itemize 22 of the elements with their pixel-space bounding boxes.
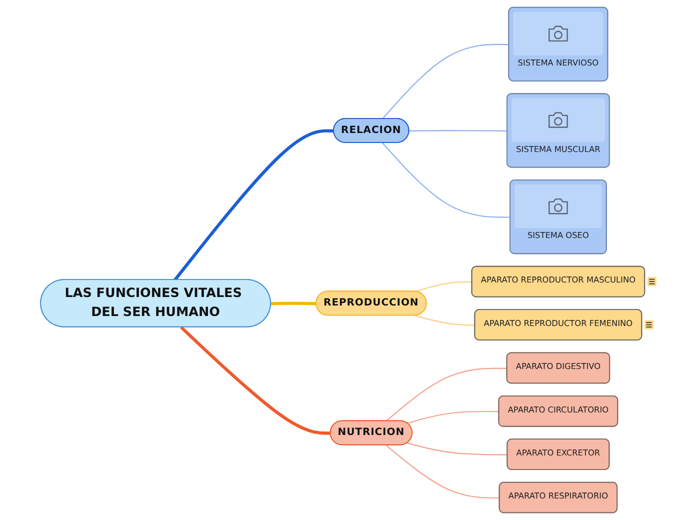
subtopic-box: APARATO CIRCULATORIO xyxy=(498,395,618,427)
central-topic: LAS FUNCIONES VITALES DEL SER HUMANO xyxy=(40,279,271,328)
connector-line xyxy=(409,130,508,132)
connector-line xyxy=(174,129,334,281)
branch-topic: REPRODUCCION xyxy=(316,290,427,316)
connector-line xyxy=(386,368,508,422)
connector-line xyxy=(407,410,500,424)
subtopic-box: APARATO RESPIRATORIO xyxy=(498,482,618,514)
connector-line xyxy=(414,315,476,326)
branch-topic: RELACION xyxy=(333,118,410,143)
connector-line xyxy=(414,281,472,292)
subtopic-box: APARATO DIGESTIVO xyxy=(506,352,610,384)
subtopic-box: APARATO REPRODUCTOR MASCULINO xyxy=(471,266,646,298)
connector-line xyxy=(382,142,510,218)
branch-topic: NUTRICION xyxy=(330,420,413,446)
connector-line xyxy=(180,326,331,435)
connector-line xyxy=(382,44,510,120)
connector-line xyxy=(407,442,508,456)
connector-line xyxy=(386,444,500,498)
subtopic-box: APARATO EXCRETOR xyxy=(506,438,610,470)
subtopic-box: APARATO REPRODUCTOR FEMENINO xyxy=(474,309,642,340)
connector-line xyxy=(270,302,316,306)
